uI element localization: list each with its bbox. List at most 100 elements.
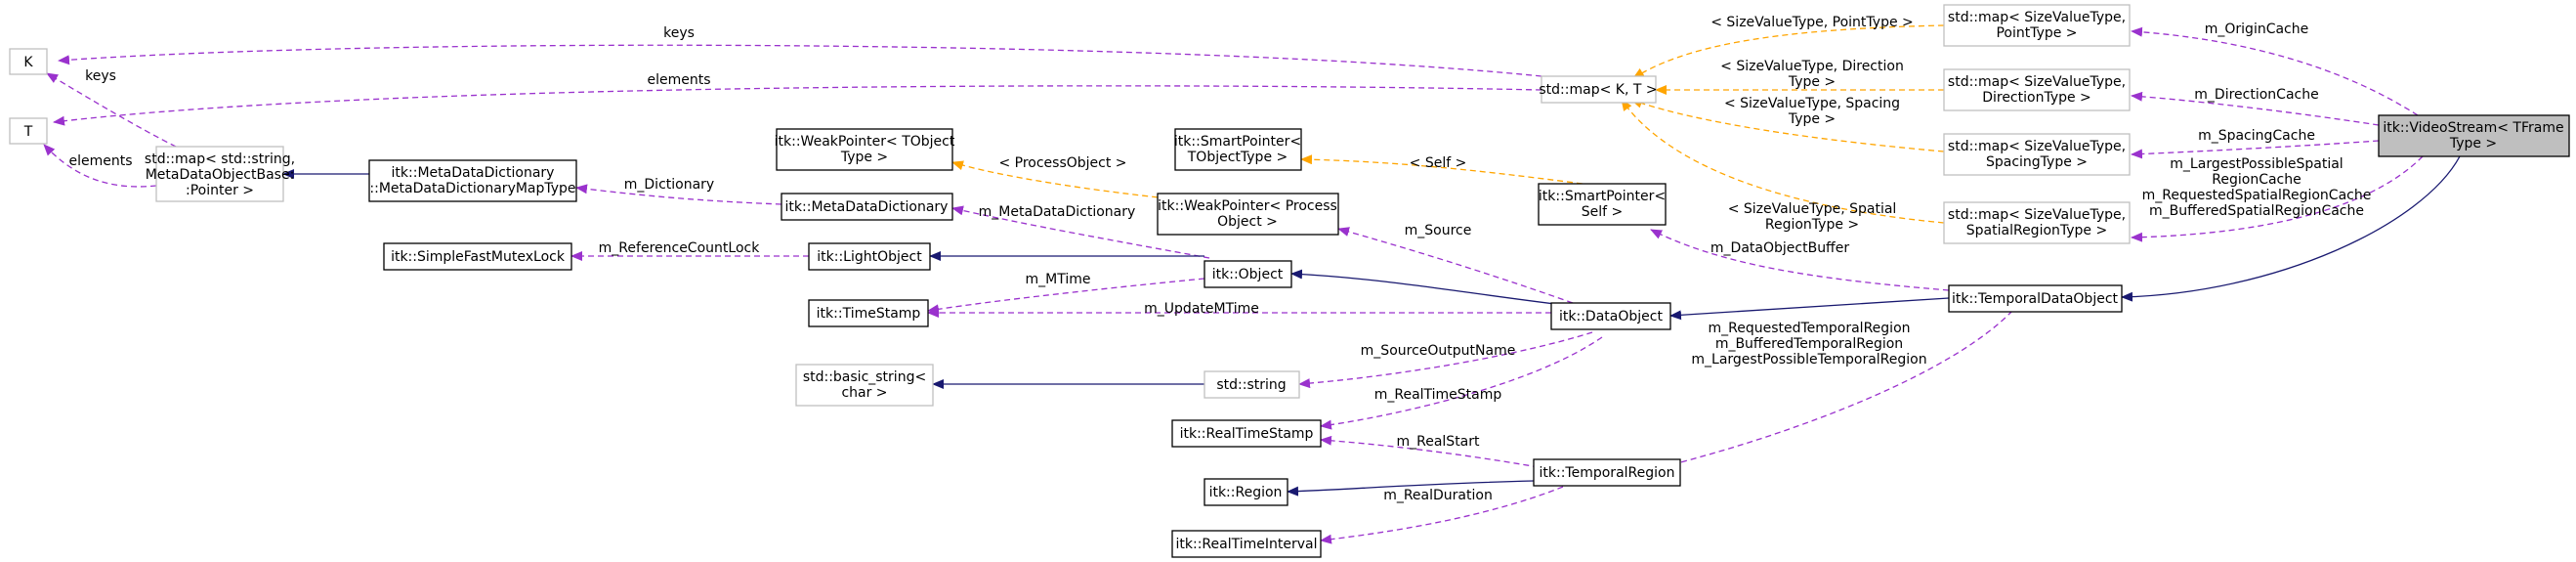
text-line: m_MetaDataDictionary xyxy=(979,204,1136,220)
node-simplefastmutexlock[interactable]: itk::SimpleFastMutexLock xyxy=(383,242,572,271)
text-line: elements xyxy=(647,72,710,88)
edge-label: keys xyxy=(85,68,116,84)
text-line: :Pointer > xyxy=(186,183,254,198)
edge-m-mtime: m_MTime xyxy=(927,272,1205,315)
text-line: itk::DataObject xyxy=(1559,309,1663,324)
text-line: itk::WeakPointer< TObject xyxy=(775,134,955,150)
edge-m-referencecountlock: m_ReferenceCountLock xyxy=(570,240,809,261)
edge-label: m_RealDuration xyxy=(1383,488,1493,503)
node-map-spatialregiontype[interactable]: std::map< SizeValueType,SpatialRegionTyp… xyxy=(1943,201,2131,244)
edge-label: m_DataObjectBuffer xyxy=(1710,240,1849,256)
text-line: m_BufferedSpatialRegionCache xyxy=(2149,203,2364,219)
node-metadatadictionary[interactable]: itk::MetaDataDictionary xyxy=(781,193,953,221)
svg-text:itk::MetaDataDictionary::MetaD: itk::MetaDataDictionary::MetaDataDiction… xyxy=(369,165,575,196)
text-line: itk::MetaDataDictionary xyxy=(785,199,949,215)
text-line: m_DataObjectBuffer xyxy=(1710,240,1849,256)
node-temporaldataobject[interactable]: itk::TemporalDataObject xyxy=(1948,284,2123,313)
edge-elements-top: elements xyxy=(53,72,1542,126)
node-stdstring[interactable]: std::string xyxy=(1204,370,1300,399)
node-realtimestamp[interactable]: itk::RealTimeStamp xyxy=(1171,419,1322,448)
svg-text:itk::WeakPointer< ProcessObjec: itk::WeakPointer< ProcessObject > xyxy=(1158,198,1337,230)
text-line: m_RealTimeStamp xyxy=(1374,387,1502,403)
edge-label: < ProcessObject > xyxy=(998,155,1126,171)
text-line: Type > xyxy=(1788,74,1836,90)
svg-text:itk::TemporalRegion: itk::TemporalRegion xyxy=(1540,465,1675,481)
svg-text:std::basic_string<char >: std::basic_string<char > xyxy=(803,369,926,401)
edge-label: < SizeValueType, PointType > xyxy=(1710,15,1914,30)
node-map-pointtype[interactable]: std::map< SizeValueType,PointType > xyxy=(1943,4,2131,47)
node-timestamp[interactable]: itk::TimeStamp xyxy=(808,299,929,327)
svg-text:itk::RealTimeInterval: itk::RealTimeInterval xyxy=(1176,537,1318,552)
node-K[interactable]: K xyxy=(9,48,48,75)
text-line: SpatialRegionType > xyxy=(1966,223,2107,238)
node-metadatadictionary-maptype[interactable]: itk::MetaDataDictionary::MetaDataDiction… xyxy=(368,159,577,202)
node-basic-string[interactable]: std::basic_string<char > xyxy=(795,364,934,407)
edge-tpl-self: < Self > xyxy=(1300,154,1584,185)
edge-label: m_MetaDataDictionary xyxy=(979,204,1136,220)
edge-m-sourceoutputname: m_SourceOutputName xyxy=(1298,331,1593,389)
node-temporalregion[interactable]: itk::TemporalRegion xyxy=(1533,458,1681,487)
node-lightobject[interactable]: itk::LightObject xyxy=(808,242,931,271)
text-line: m_RealStart xyxy=(1396,434,1480,450)
text-line: itk::SmartPointer< xyxy=(1539,189,1666,204)
svg-text:std::map< K, T >: std::map< K, T > xyxy=(1539,82,1657,98)
edge-m-dataobjectbuffer: m_DataObjectBuffer xyxy=(1650,229,1950,291)
node-smartpointer-tobjecttype[interactable]: itk::SmartPointer<TObjectType > xyxy=(1174,128,1302,171)
text-line: keys xyxy=(663,25,695,41)
text-line: itk::MetaDataDictionary xyxy=(392,165,555,181)
svg-text:itk::WeakPointer< TObjectType: itk::WeakPointer< TObjectType > xyxy=(775,134,955,165)
edge-dataobject-inherits-object xyxy=(1290,269,1564,306)
text-line: TObjectType > xyxy=(1187,150,1288,165)
edge-m-directioncache: m_DirectionCache xyxy=(2131,87,2380,126)
text-line: m_UpdateMTime xyxy=(1144,301,1259,317)
text-line: m_MTime xyxy=(1026,272,1091,287)
node-map-spacingtype[interactable]: std::map< SizeValueType,SpacingType > xyxy=(1943,133,2131,176)
text-line: ::MetaDataDictionaryMapType xyxy=(369,181,575,196)
text-line: Object > xyxy=(1217,214,1278,230)
text-line: std::map< K, T > xyxy=(1539,82,1657,98)
text-line: itk::RealTimeInterval xyxy=(1176,537,1318,552)
text-line: itk::RealTimeStamp xyxy=(1180,426,1314,442)
edge-label: < Self > xyxy=(1410,155,1467,171)
node-map-directiontype[interactable]: std::map< SizeValueType,DirectionType > xyxy=(1943,68,2131,111)
edge-label: elements xyxy=(647,72,710,88)
node-stdmap-metadataobjectbase[interactable]: std::map< std::string,MetaDataObjectBase… xyxy=(145,146,295,202)
svg-text:itk::Region: itk::Region xyxy=(1209,485,1283,500)
node-dataobject[interactable]: itk::DataObject xyxy=(1550,302,1671,330)
node-T[interactable]: T xyxy=(9,117,48,145)
node-realtimeinterval[interactable]: itk::RealTimeInterval xyxy=(1171,530,1322,558)
svg-text:std::map< SizeValueType,Spatia: std::map< SizeValueType,SpatialRegionTyp… xyxy=(1948,207,2126,238)
svg-text:std::map< std::string,MetaData: std::map< std::string,MetaDataObjectBase… xyxy=(145,151,295,198)
svg-text:itk::TemporalDataObject: itk::TemporalDataObject xyxy=(1952,291,2119,307)
svg-text:itk::SmartPointer<TObjectType: itk::SmartPointer<TObjectType > xyxy=(1174,134,1301,165)
text-line: K xyxy=(23,55,33,70)
node-region[interactable]: itk::Region xyxy=(1204,478,1288,506)
text-line: DirectionType > xyxy=(1982,90,2091,106)
svg-text:std::map< SizeValueType,PointT: std::map< SizeValueType,PointType > xyxy=(1948,10,2126,41)
svg-text:itk::LightObject: itk::LightObject xyxy=(817,249,922,265)
edge-label: elements xyxy=(68,153,132,169)
text-line: std::string xyxy=(1216,377,1286,393)
node-object[interactable]: itk::Object xyxy=(1204,260,1292,288)
node-stdmap-k-t[interactable]: std::map< K, T > xyxy=(1539,75,1658,104)
text-line: RegionType > xyxy=(1765,217,1859,233)
edge-label: m_OriginCache xyxy=(2205,22,2309,37)
text-line: < SizeValueType, Spatial xyxy=(1728,201,1897,217)
text-line: m_SourceOutputName xyxy=(1361,343,1516,359)
text-line: Self > xyxy=(1582,204,1624,220)
edge-label: m_Dictionary xyxy=(624,177,714,193)
edge-m-realstart: m_RealStart xyxy=(1320,434,1540,468)
edge-m-dictionary: m_Dictionary xyxy=(575,177,782,205)
node-smartpointer-self[interactable]: itk::SmartPointer<Self > xyxy=(1538,183,1667,226)
text-line: m_LargestPossibleTemporalRegion xyxy=(1691,352,1926,367)
svg-text:itk::MetaDataDictionary: itk::MetaDataDictionary xyxy=(785,199,949,215)
svg-text:T: T xyxy=(23,124,33,140)
text-line: std::map< SizeValueType, xyxy=(1948,10,2126,25)
